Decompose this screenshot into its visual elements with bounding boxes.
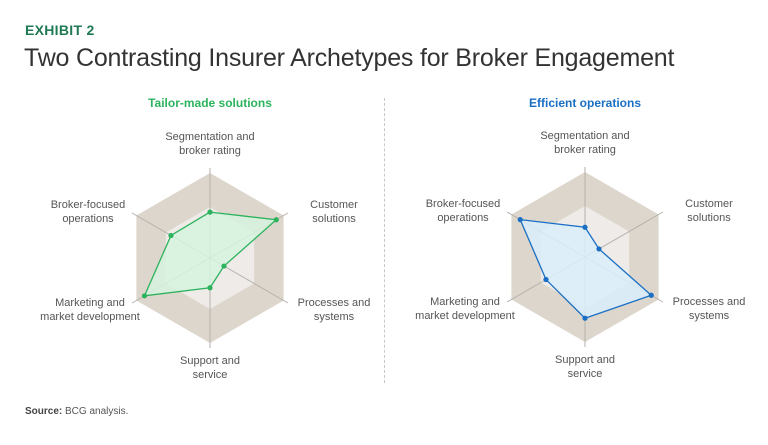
data-point (517, 217, 523, 223)
data-point (582, 315, 588, 321)
axis-label: Processes and systems (673, 296, 746, 322)
data-point (543, 276, 549, 283)
axis-label-line: solutions (312, 213, 356, 225)
axis-label: Broker-focused operations (51, 199, 126, 225)
axis-label-line: service (568, 368, 603, 380)
axis-label-line: Segmentation and (165, 131, 254, 143)
source-note: Source: BCG analysis. (25, 406, 128, 417)
axis-label-line: market development (415, 310, 515, 322)
axis-label: Marketing and market development (40, 297, 140, 323)
source-text: BCG analysis. (65, 406, 129, 417)
data-point (207, 209, 213, 215)
data-point (168, 232, 174, 239)
axis-label-line: Broker-focused (426, 198, 501, 210)
data-point (221, 263, 227, 269)
data-point (273, 217, 279, 223)
panel-divider (384, 98, 385, 383)
axis-label: Segmentation and broker rating (540, 130, 629, 156)
axis-label-line: Broker-focused (51, 199, 126, 211)
axis-label: Segmentation and broker rating (165, 131, 254, 157)
axis-label-line: Support and (555, 354, 615, 366)
axis-label-line: operations (437, 212, 489, 224)
axis-label-line: broker rating (554, 144, 616, 156)
axis-label: Support and service (555, 354, 615, 380)
axis-label-line: Customer (310, 199, 358, 211)
axis-label-line: systems (689, 310, 730, 322)
data-point (141, 293, 148, 299)
axis-label-line: Segmentation and (540, 130, 629, 142)
data-point (207, 285, 213, 291)
left-panel-title: Tailor-made solutions (148, 96, 272, 110)
axis-label: Support and service (180, 355, 240, 381)
axis-label-line: operations (62, 213, 114, 225)
axis-label-line: solutions (687, 212, 731, 224)
axis-label-line: Processes and (298, 297, 371, 309)
axis-label: Customer solutions (685, 198, 733, 224)
axis-label: Customer solutions (310, 199, 358, 225)
axis-label-line: systems (314, 311, 355, 323)
data-point (582, 224, 588, 230)
axis-label-line: market development (40, 311, 140, 323)
axis-label: Broker-focused operations (426, 198, 501, 224)
axis-label-line: service (193, 369, 228, 381)
axis-label: Marketing and market development (415, 296, 515, 322)
axis-label-line: Support and (180, 355, 240, 367)
right-panel-title: Efficient operations (528, 96, 641, 110)
chart-title: Two Contrasting Insurer Archetypes for B… (24, 44, 675, 72)
axis-label-line: Marketing and (430, 296, 500, 308)
data-point (596, 246, 602, 252)
axis-label: Processes and systems (298, 297, 371, 323)
exhibit-label: EXHIBIT 2 (25, 22, 95, 38)
axis-label-line: Marketing and (55, 297, 125, 309)
axis-label-line: Customer (685, 198, 733, 210)
axis-label-line: broker rating (179, 145, 241, 157)
axis-label-line: Processes and (673, 296, 746, 308)
data-point (648, 292, 654, 298)
source-label: Source: (25, 406, 63, 417)
